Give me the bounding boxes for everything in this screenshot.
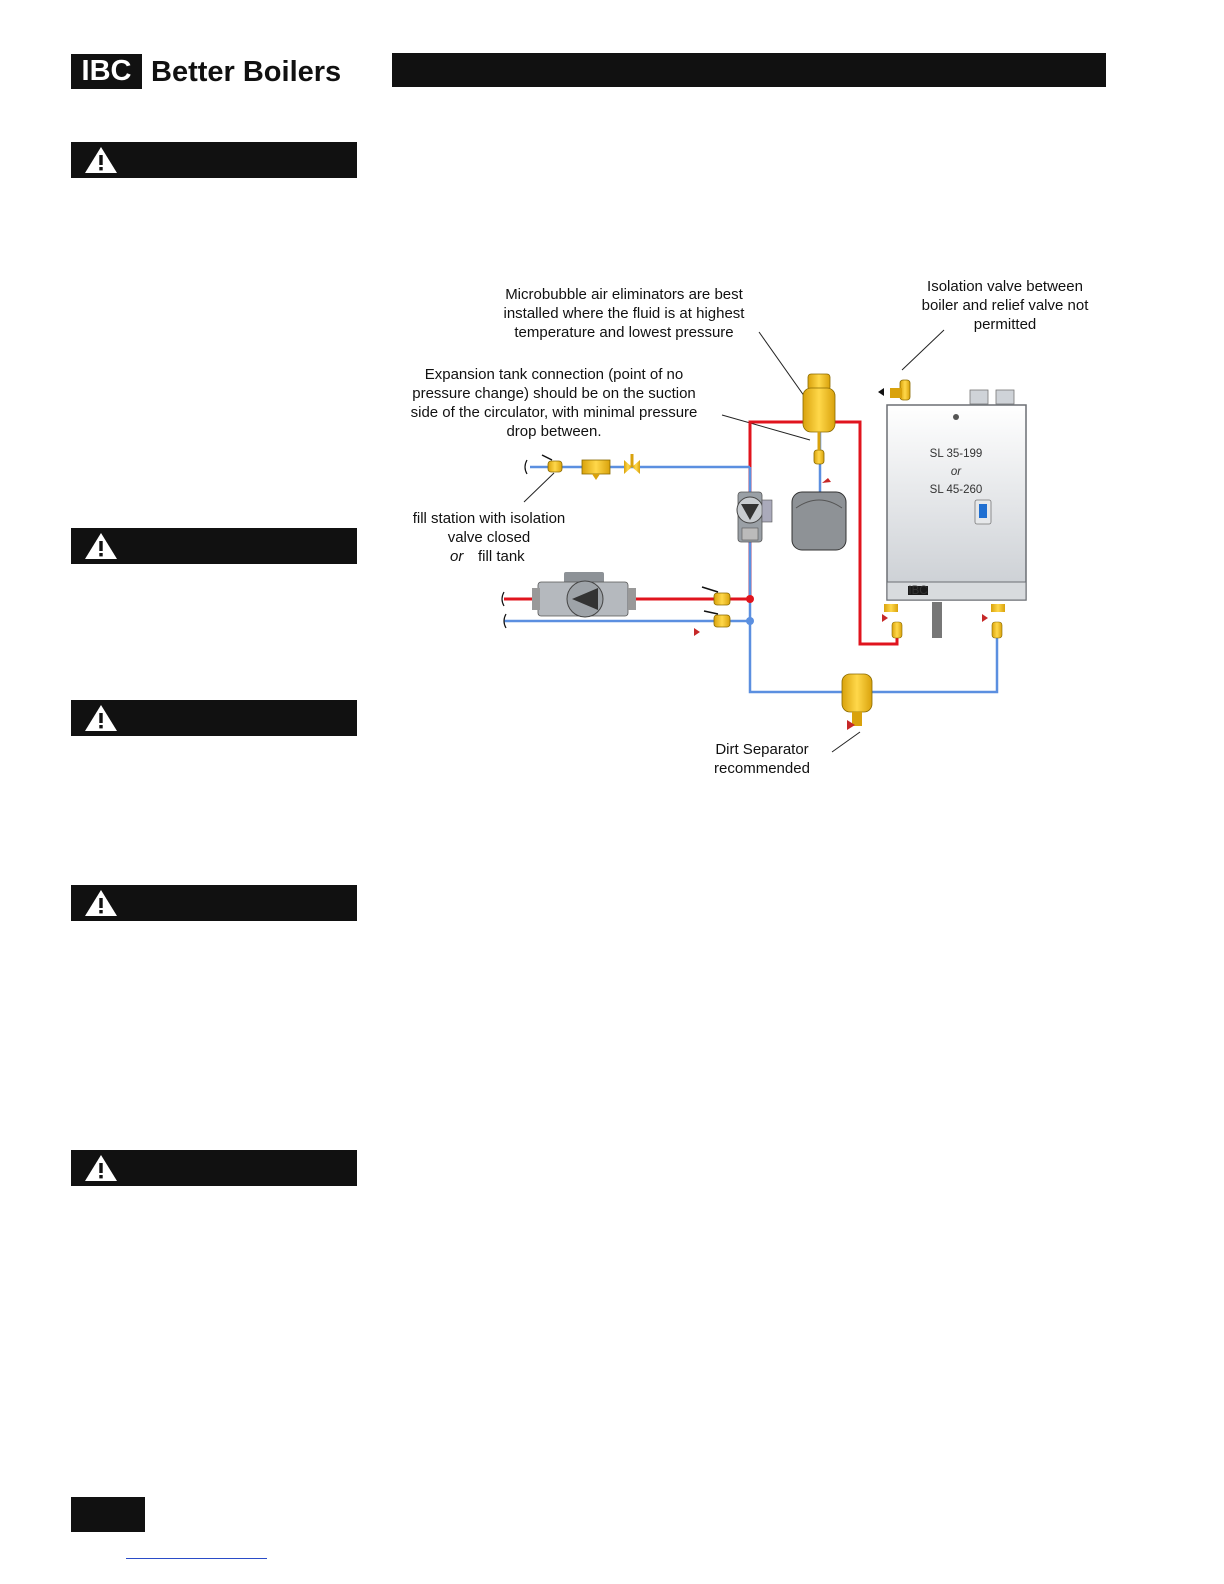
svg-text:Isolation valve between: Isolation valve between [927,278,1083,295]
svg-text:installed where the fluid is a: installed where the fluid is at highest [504,305,746,322]
relief-valve [878,379,911,401]
label-fill-station: fill station with isolation valve closed… [413,510,566,565]
warning-bar-5 [71,1150,357,1186]
svg-text:Dirt Separator: Dirt Separator [715,741,808,758]
svg-text:drop between.: drop between. [506,423,601,440]
warning-bar-2 [71,528,357,564]
system-circulator [736,491,773,543]
svg-text:temperature and lowest pressur: temperature and lowest pressure [514,324,733,341]
expansion-tank [791,478,847,551]
svg-text:valve closed: valve closed [448,529,531,546]
air-eliminator [802,373,836,465]
svg-text:fill station with isolation: fill station with isolation [413,510,566,527]
boiler-unit: IBC SL 35-199 or SL 45-260 [882,389,1027,639]
leader-lines [523,329,945,753]
dirt-separator [841,673,873,730]
svg-text:Expansion tank connection (poi: Expansion tank connection (point of no [425,366,684,383]
warning-triangle-icon [85,890,117,916]
warning-bar-4 [71,885,357,921]
svg-text:side of the circulator, with m: side of the circulator, with minimal pre… [411,404,698,421]
warning-triangle-icon [85,147,117,173]
ibc-logo: IBC [71,54,142,89]
boiler-model-1: SL 35-199 [930,448,983,460]
page-number-tab [71,1497,145,1532]
svg-text:Microbubble air eliminators ar: Microbubble air eliminators are best [505,286,743,303]
piping-diagram: Microbubble air eliminators are best ins… [411,278,1090,777]
svg-text:pressure change) should be on: pressure change) should be on the suctio… [412,385,696,402]
label-microbubble: Microbubble air eliminators are best ins… [504,286,746,341]
supply-junction [746,595,754,603]
fill-station-valves [541,454,640,480]
brand-name: Better Boilers [151,56,342,88]
warning-triangle-icon [85,1155,117,1181]
return-junction [746,617,754,625]
header-title-bar [392,53,1106,87]
pipe-ends [501,459,528,629]
warning-triangle-icon [85,533,117,559]
svg-text:permitted: permitted [974,316,1037,333]
junction-valves [694,586,731,636]
svg-text:or: or [450,548,464,565]
footer-link-underline[interactable] [126,1558,267,1559]
boiler-badge: IBC [908,585,927,597]
label-isolation-valve: Isolation valve between boiler and relie… [922,278,1090,333]
label-expansion-tank: Expansion tank connection (point of no p… [411,366,698,440]
warning-triangle-icon [85,705,117,731]
primary-circulator [532,572,636,618]
svg-text:recommended: recommended [714,760,810,777]
warning-bar-3 [71,700,357,736]
svg-text:fill tank: fill tank [478,548,525,565]
label-dirt-separator: Dirt Separator recommended [714,741,810,777]
boiler-model-or: or [951,466,962,478]
warning-bar-1 [71,142,357,178]
boiler-model-2: SL 45-260 [930,484,983,496]
svg-text:boiler and relief valve not: boiler and relief valve not [922,297,1090,314]
